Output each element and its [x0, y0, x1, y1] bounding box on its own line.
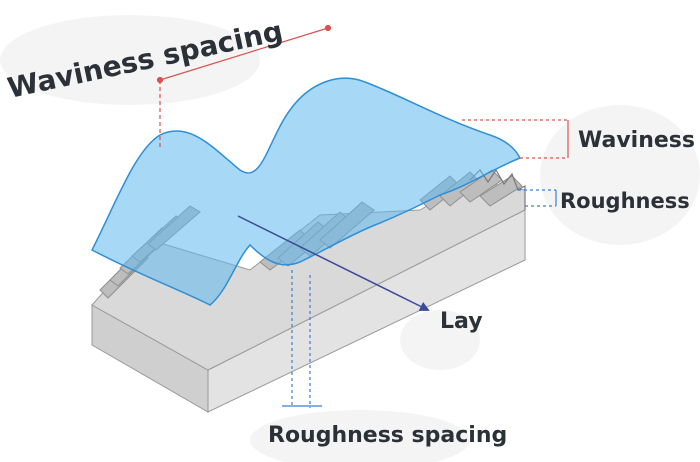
lay-arrow: [237, 215, 430, 311]
lay-label: Lay: [440, 309, 483, 334]
label-backdrops: [0, 15, 700, 462]
roughness-label: Roughness: [560, 189, 690, 213]
waviness-envelope: [90, 77, 522, 306]
machined-block: [91, 179, 526, 413]
waviness-label: Waviness: [578, 128, 695, 153]
waviness-dimension: [462, 119, 569, 159]
roughness-dimension: [518, 189, 557, 207]
roughness-spacing-label: Roughness spacing: [268, 423, 507, 448]
waviness-spacing-dimension: [156, 24, 332, 150]
roughness-spacing-dimension: [282, 270, 322, 408]
